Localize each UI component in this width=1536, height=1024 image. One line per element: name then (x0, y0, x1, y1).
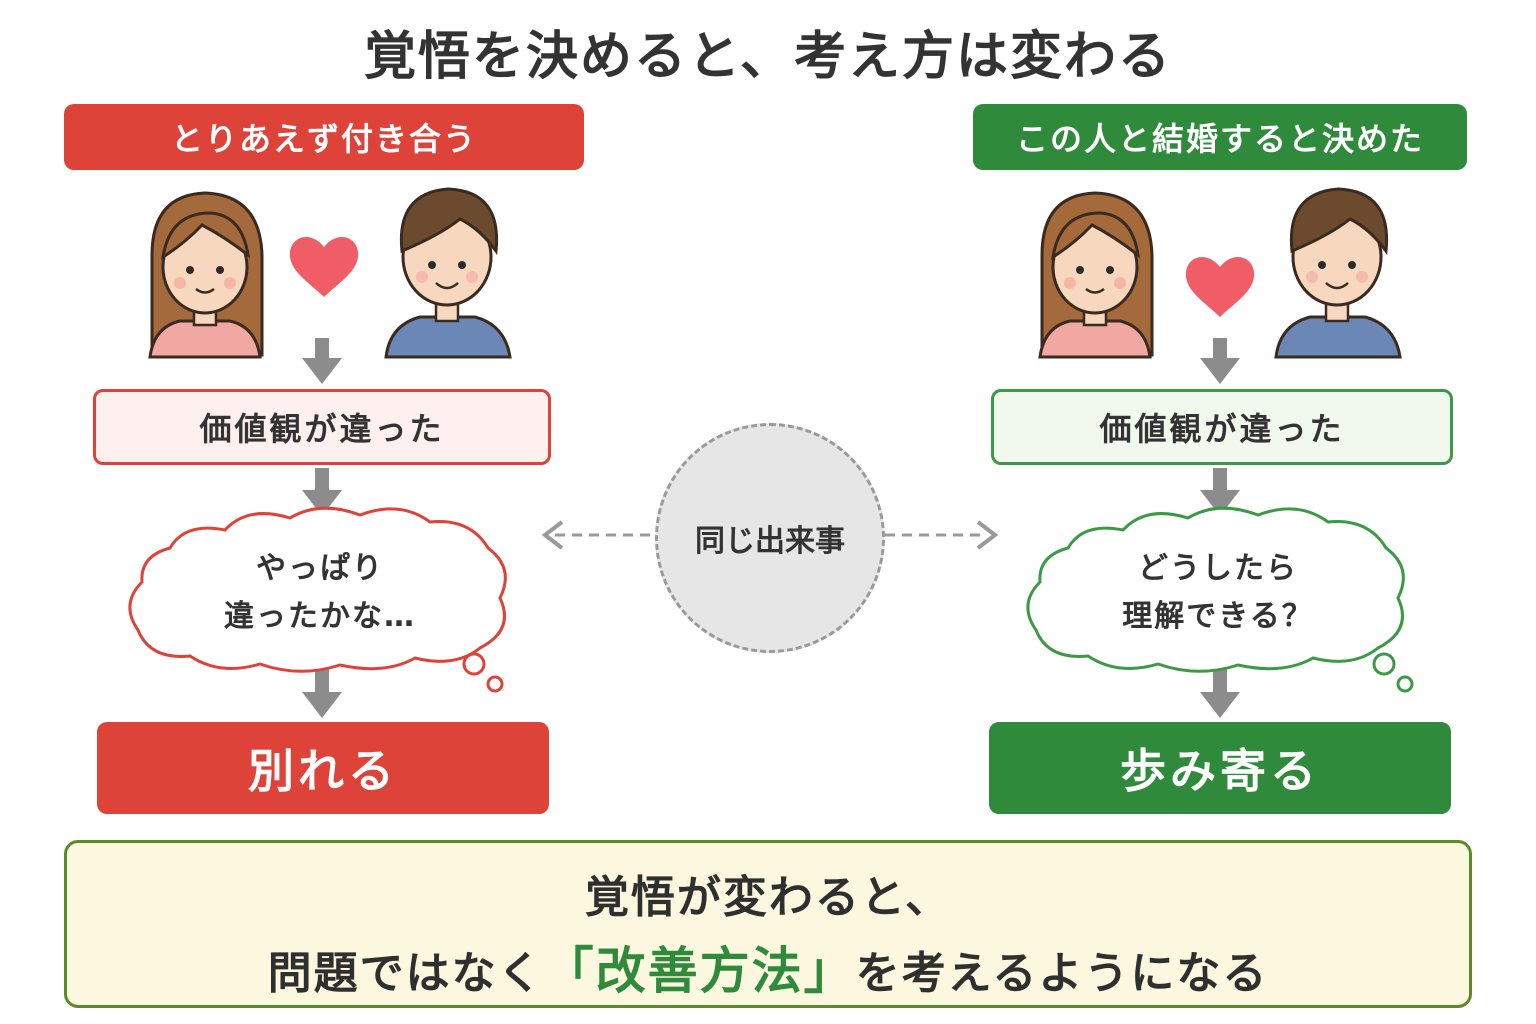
left-thought-line1: やっぱり (256, 551, 384, 586)
right-thought-text: どうしたら 理解できる？ (1068, 545, 1368, 641)
summary-line2-after: を考えるようになる (855, 948, 1269, 999)
woman-icon (148, 191, 264, 359)
man-icon (384, 187, 512, 359)
summary-highlight: 「改善方法」 (543, 942, 856, 1000)
left-thought-text: やっぱり 違ったかな… (170, 545, 470, 641)
same-event-circle: 同じ出来事 (655, 423, 885, 653)
right-banner: この人と結婚すると決めた (973, 104, 1467, 170)
same-event-label: 同じ出来事 (695, 524, 845, 559)
man-icon (1274, 187, 1402, 359)
summary-box: 覚悟が変わると、 問題ではなく「改善方法」を考えるようになる (64, 840, 1472, 1008)
woman-icon (1038, 191, 1154, 359)
heart-icon (1185, 256, 1255, 317)
right-couple-illustration (1038, 187, 1402, 359)
right-event-box: 価値観が違った (991, 389, 1453, 465)
left-banner: とりあえず付き合う (64, 104, 584, 170)
left-event-box: 価値観が違った (93, 389, 551, 465)
right-thought-line1: どうしたら (1138, 551, 1298, 586)
left-result: 別れる (97, 722, 549, 814)
down-arrow-icon (302, 468, 342, 516)
right-result: 歩み寄る (989, 722, 1451, 814)
page-title: 覚悟を決めると、考え方は変わる (364, 27, 1172, 87)
down-arrow-icon (302, 664, 342, 718)
right-thought-line2: 理解できる？ (1122, 599, 1314, 634)
left-couple-illustration (148, 187, 512, 359)
summary-line2: 問題ではなく「改善方法」を考えるようになる (67, 931, 1469, 1003)
down-arrow-icon (1200, 468, 1240, 516)
heart-icon (289, 236, 359, 297)
down-arrow-icon (1200, 664, 1240, 718)
summary-line1: 覚悟が変わると、 (584, 872, 952, 923)
summary-line2-before: 問題ではなく (267, 948, 544, 999)
left-thought-line2: 違ったかな… (224, 599, 416, 634)
